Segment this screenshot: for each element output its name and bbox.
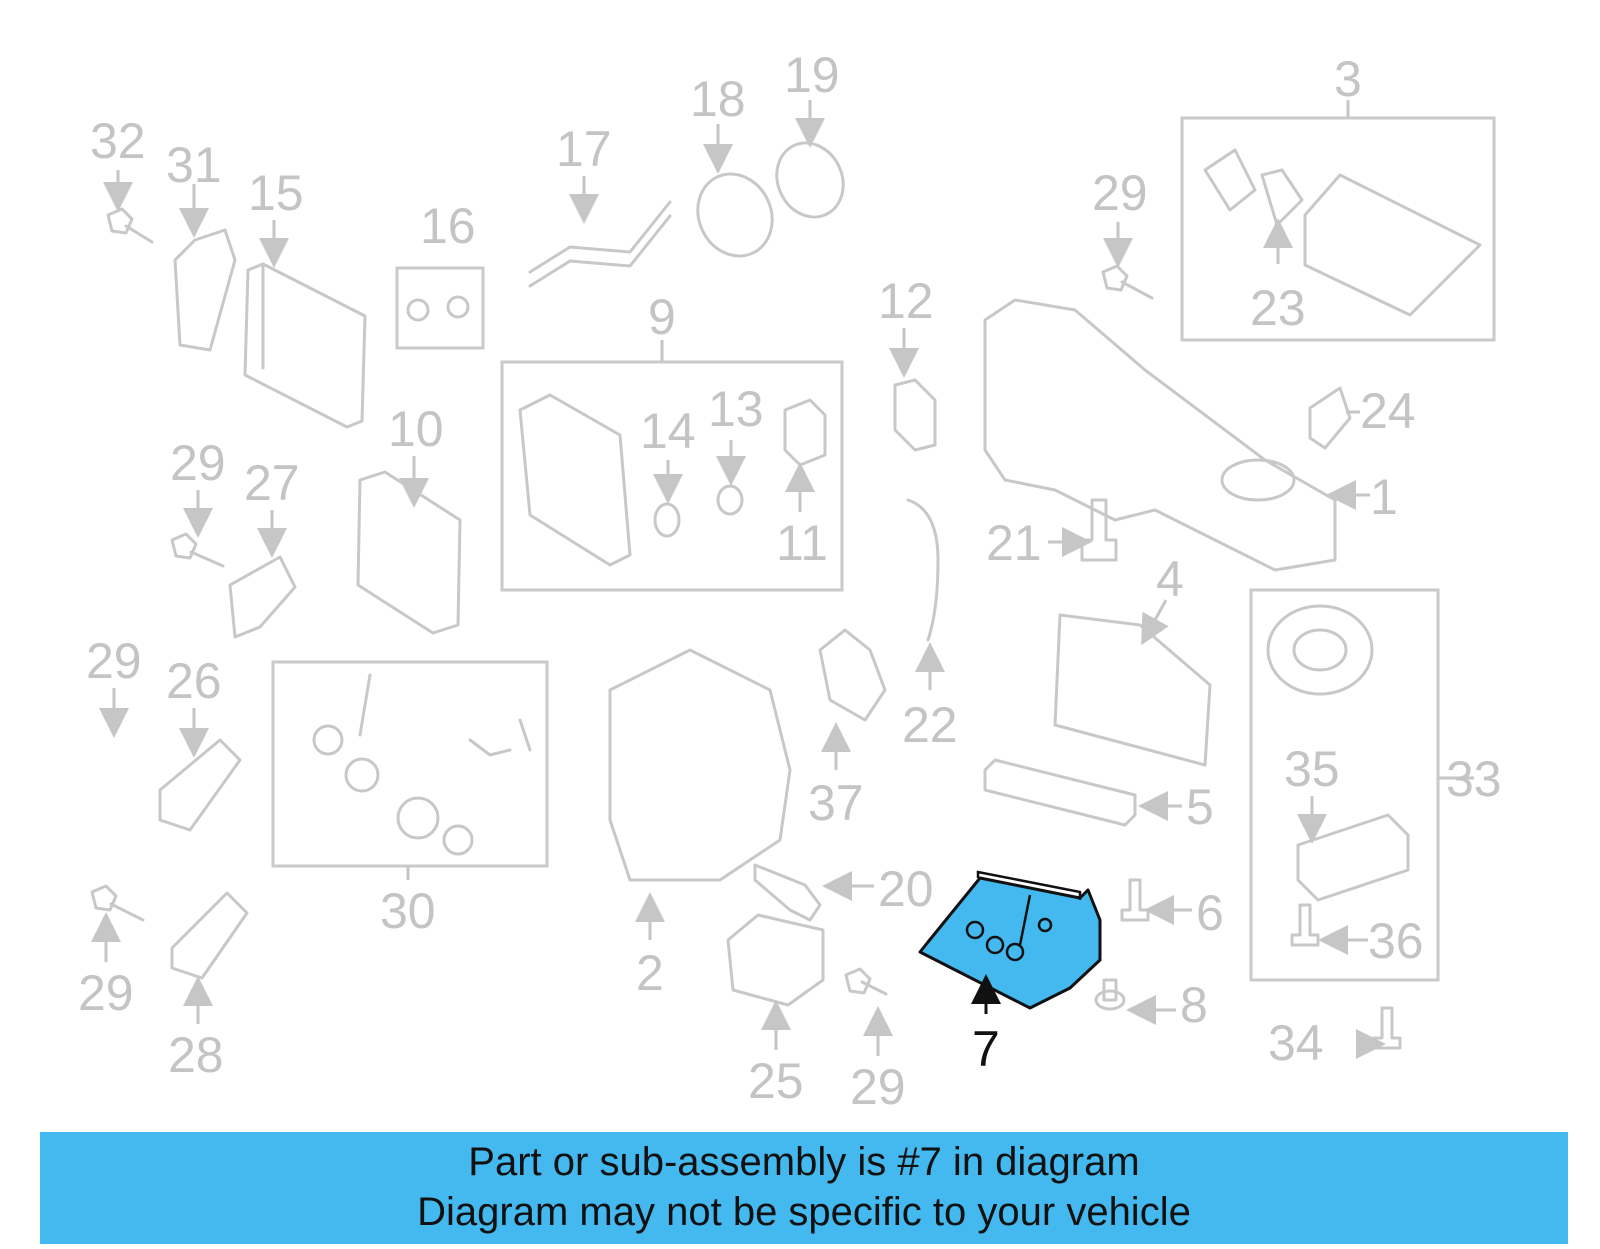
part-7-highlighted xyxy=(918,870,1102,1010)
part-2-case xyxy=(608,648,792,882)
group-box-30 xyxy=(271,660,549,868)
part-3-contents xyxy=(1203,148,1482,317)
callout-label: 33 xyxy=(1446,751,1502,807)
group-box-3 xyxy=(1180,116,1496,342)
group-box-33 xyxy=(1249,588,1440,982)
callout-label: 32 xyxy=(90,113,146,169)
callout-label: 29 xyxy=(86,633,142,689)
callout-label: 2 xyxy=(636,945,664,1001)
callout-label: 23 xyxy=(1250,280,1306,336)
callout-label: 35 xyxy=(1284,741,1340,797)
callout-label: 18 xyxy=(690,71,746,127)
part-19-grommet xyxy=(775,141,845,219)
part-16-orings xyxy=(406,295,470,322)
part-21-sensor xyxy=(1080,498,1118,562)
callout-label: 29 xyxy=(170,435,226,491)
part-5-seal xyxy=(983,758,1137,827)
callout-label: 34 xyxy=(1268,1015,1324,1071)
callout-label: 5 xyxy=(1186,779,1214,835)
callout-label: 20 xyxy=(878,861,934,917)
callout-label: 30 xyxy=(380,883,436,939)
callout-label: 12 xyxy=(878,273,934,329)
part-27-bracket xyxy=(228,555,297,639)
callout-label: 11 xyxy=(776,515,828,571)
part-32-bolt xyxy=(106,207,154,244)
part-12-switch xyxy=(893,378,937,452)
callout-label: 29 xyxy=(1092,165,1148,221)
callout-label: 37 xyxy=(808,775,864,831)
part-1-heater-case xyxy=(983,298,1337,572)
part-28-bracket xyxy=(170,891,249,980)
part-24-clip xyxy=(1308,386,1352,450)
part-29-bolt-a xyxy=(1101,264,1154,300)
leader-4 xyxy=(1141,599,1169,646)
info-banner: Part or sub-assembly is #7 in diagram Di… xyxy=(40,1132,1568,1244)
callout-label: 16 xyxy=(420,198,476,254)
part-10-filter xyxy=(356,470,462,635)
part-30-contents xyxy=(312,673,532,856)
part-29-bolt-b xyxy=(170,532,225,568)
callout-label: 15 xyxy=(248,165,304,221)
group-box-9 xyxy=(500,360,844,592)
callout-label: 4 xyxy=(1156,551,1184,607)
callout-labels: 32 31 15 16 17 18 19 3 29 23 24 12 9 14 … xyxy=(78,47,1502,1115)
parts-diagram: 32 31 15 16 17 18 19 3 29 23 24 12 9 14 … xyxy=(78,47,1502,1115)
part-34-bolt xyxy=(1372,1006,1402,1050)
banner-line-1: Part or sub-assembly is #7 in diagram xyxy=(468,1140,1140,1184)
part-15-evaporator xyxy=(243,262,367,429)
part-29-bolt-d xyxy=(844,967,888,996)
callout-label: 10 xyxy=(388,401,444,457)
callout-label: 22 xyxy=(902,697,958,753)
callout-label: 29 xyxy=(850,1059,906,1115)
callout-label: 3 xyxy=(1334,51,1362,107)
callout-label: 31 xyxy=(166,137,222,193)
callout-label: 25 xyxy=(748,1053,804,1109)
part-36-bolt xyxy=(1290,903,1320,947)
banner-line-2: Diagram may not be specific to your vehi… xyxy=(417,1190,1191,1234)
part-8-nut xyxy=(1094,978,1126,1011)
part-31-bracket xyxy=(173,228,237,352)
callout-label: 9 xyxy=(648,289,676,345)
part-6-bolt xyxy=(1120,878,1150,922)
part-20-sensor xyxy=(753,863,822,922)
callout-label: 21 xyxy=(986,515,1042,571)
callout-label: 24 xyxy=(1360,383,1416,439)
callout-label: 19 xyxy=(784,47,840,103)
callout-label: 28 xyxy=(168,1027,224,1083)
group-box-16 xyxy=(395,266,485,350)
part-26-bracket xyxy=(158,738,242,832)
part-4-filter xyxy=(1053,613,1212,767)
part-33-blower xyxy=(1266,604,1374,696)
callout-label: 14 xyxy=(640,403,696,459)
callout-label: 36 xyxy=(1368,913,1424,969)
callout-label: 1 xyxy=(1370,469,1398,525)
callout-label: 6 xyxy=(1196,885,1224,941)
part-9-contents xyxy=(518,393,827,567)
callout-label: 27 xyxy=(244,455,300,511)
callout-label: 13 xyxy=(708,381,764,437)
part-29-bolt-c xyxy=(90,884,145,922)
part-17-pipe xyxy=(528,200,672,288)
part-22-hose xyxy=(906,498,940,642)
callout-label: 29 xyxy=(78,965,134,1021)
part-37-actuator xyxy=(818,628,887,722)
callout-label: 8 xyxy=(1180,977,1208,1033)
callout-label: 26 xyxy=(166,653,222,709)
part-35-module xyxy=(1296,813,1410,902)
part-18-grommet xyxy=(696,172,774,258)
callout-label-highlighted: 7 xyxy=(972,1021,1000,1077)
part-25-bracket xyxy=(726,913,825,1007)
callout-label: 17 xyxy=(556,121,612,177)
